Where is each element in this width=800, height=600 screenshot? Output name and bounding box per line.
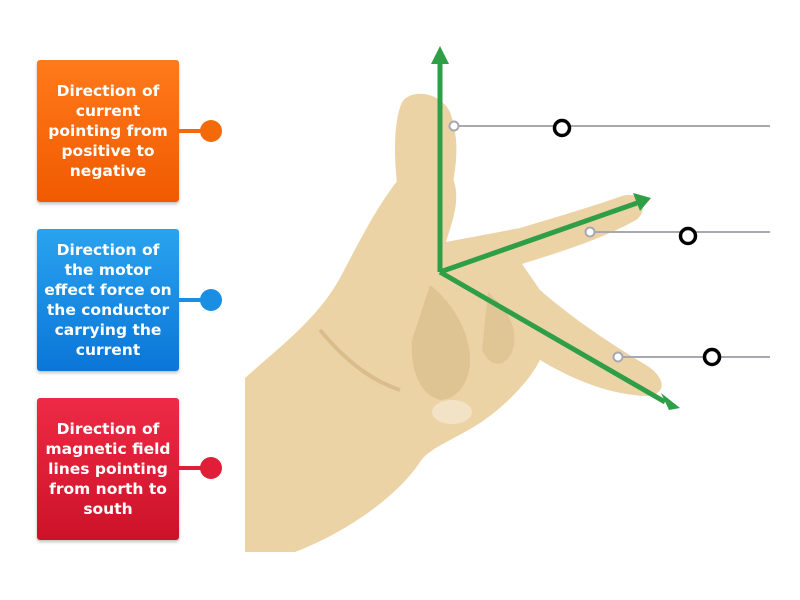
pin-1 — [448, 120, 770, 132]
label-text-current: Direction of current pointing from posit… — [48, 82, 168, 180]
connector-force — [179, 298, 203, 302]
arrow-up-head — [431, 46, 449, 64]
arrow-second-finger-head — [661, 393, 680, 410]
connector-field — [179, 466, 203, 470]
hand-illustration — [245, 93, 662, 552]
label-text-field: Direction of magnetic field lines pointi… — [45, 420, 171, 518]
label-card-force[interactable]: Direction of the motor effect force on t… — [37, 229, 179, 371]
label-card-field[interactable]: Direction of magnetic field lines pointi… — [37, 398, 179, 540]
drag-handle-field[interactable] — [200, 457, 222, 479]
drop-target-1[interactable] — [552, 118, 572, 138]
label-text-force: Direction of the motor effect force on t… — [44, 241, 172, 359]
arrow-second-finger — [438, 269, 667, 405]
connector-current — [179, 129, 203, 133]
arrow-first-finger-head — [633, 193, 651, 211]
drag-handle-force[interactable] — [200, 289, 222, 311]
drop-target-2[interactable] — [678, 226, 698, 246]
pin-3 — [612, 351, 770, 363]
drag-handle-current[interactable] — [200, 120, 222, 142]
label-card-current[interactable]: Direction of current pointing from posit… — [37, 60, 179, 202]
drop-target-3[interactable] — [702, 347, 722, 367]
vector-arrows — [431, 46, 680, 410]
arrow-first-finger — [439, 200, 638, 275]
